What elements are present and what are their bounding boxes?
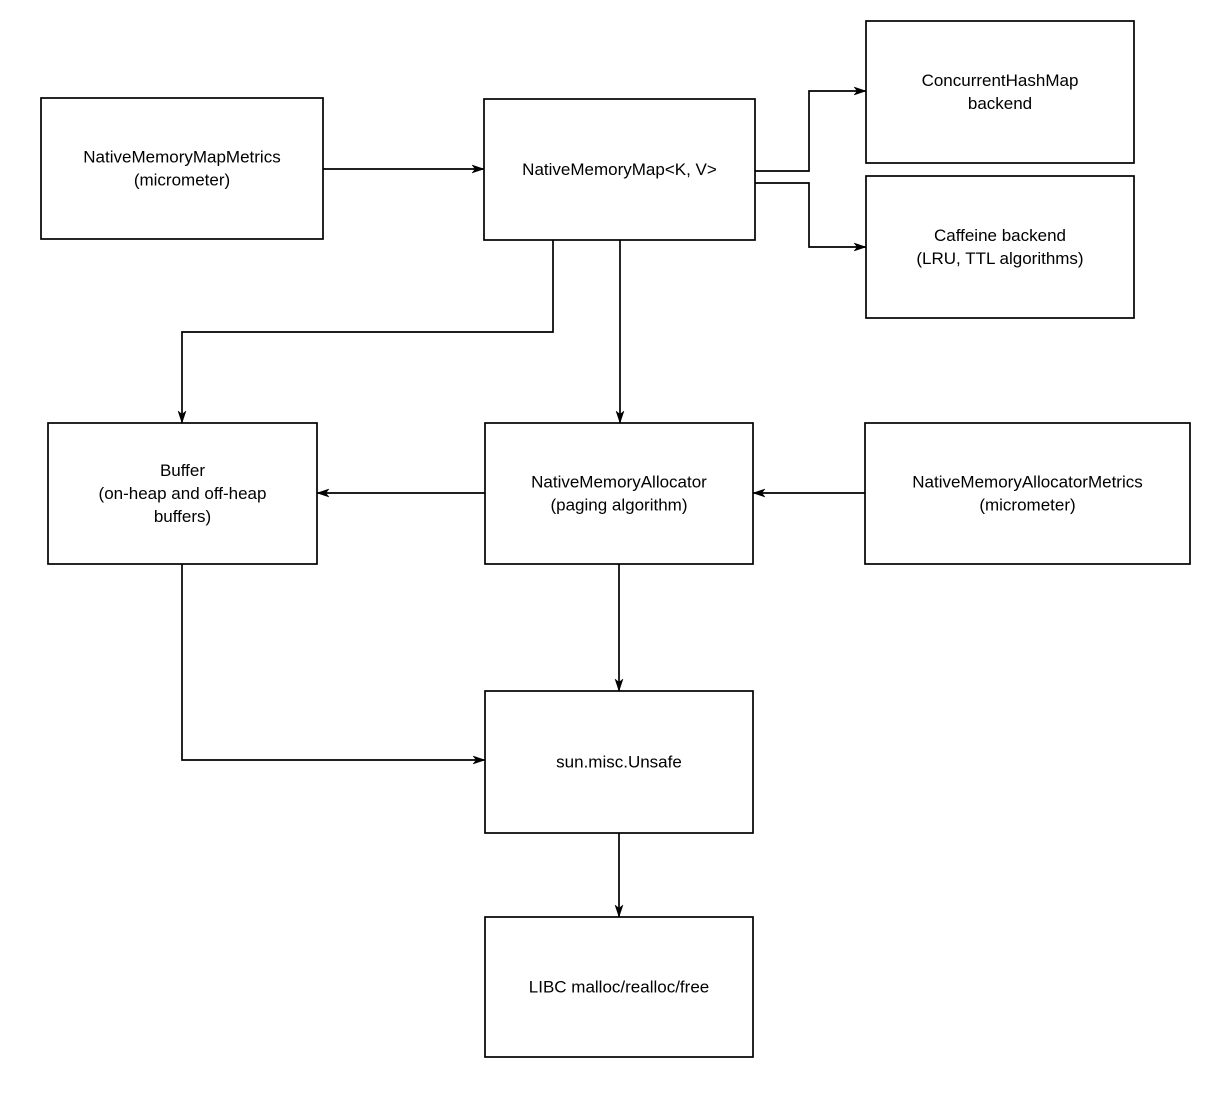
edge-map-to-caffeine <box>755 182 867 252</box>
node-caffeine-backend-box <box>865 175 1135 319</box>
node-native-memory-allocator: NativeMemoryAllocator (paging algorithm) <box>484 422 754 565</box>
nodes-layer: NativeMemoryMapMetrics(micrometer)Native… <box>40 20 1191 1058</box>
node-buffer-box <box>47 422 318 565</box>
node-concurrent-hash-map-backend: ConcurrentHashMap backend <box>865 20 1135 164</box>
node-buffer-label: Buffer <box>160 461 205 480</box>
edge-buffer-to-unsafe <box>181 564 486 765</box>
node-native-memory-allocator-metrics-label: (micrometer) <box>979 496 1075 515</box>
node-concurrent-hash-map-backend-label: backend <box>968 94 1032 113</box>
node-native-memory-allocator-box <box>484 422 754 565</box>
node-buffer-label: buffers) <box>154 507 211 526</box>
node-native-memory-allocator-metrics-box <box>864 422 1191 565</box>
node-libc-malloc-realloc-free-label: LIBC malloc/realloc/free <box>529 978 709 997</box>
node-libc-malloc-realloc-free-box <box>484 916 754 1058</box>
node-concurrent-hash-map-backend-box <box>865 20 1135 164</box>
node-caffeine-backend-label: (LRU, TTL algorithms) <box>916 249 1083 268</box>
node-sun-misc-unsafe: sun.misc.Unsafe <box>484 690 754 834</box>
node-native-memory-allocator-label: (paging algorithm) <box>550 496 687 515</box>
node-sun-misc-unsafe-label: sun.misc.Unsafe <box>556 753 682 772</box>
node-native-memory-map: NativeMemoryMap<K, V> <box>483 98 756 241</box>
edge-map-to-buffer <box>177 240 554 424</box>
node-buffer-label: (on-heap and off-heap <box>99 484 267 503</box>
node-native-memory-map-metrics-label: NativeMemoryMapMetrics <box>83 148 280 167</box>
node-concurrent-hash-map-backend-label: ConcurrentHashMap <box>922 71 1079 90</box>
node-native-memory-map-metrics-box <box>40 97 324 240</box>
edges-layer <box>177 86 867 918</box>
node-caffeine-backend-label: Caffeine backend <box>934 226 1066 245</box>
node-buffer: Buffer (on-heap and off-heap buffers) <box>47 422 318 565</box>
edge-map-to-concurrenthashmap <box>755 86 867 172</box>
node-caffeine-backend: Caffeine backend (LRU, TTL algorithms) <box>865 175 1135 319</box>
node-sun-misc-unsafe-box <box>484 690 754 834</box>
node-native-memory-map-metrics: NativeMemoryMapMetrics (micrometer) <box>40 97 324 240</box>
node-native-memory-allocator-metrics-label: NativeMemoryAllocatorMetrics <box>912 473 1143 492</box>
node-native-memory-map-box <box>483 98 756 241</box>
node-native-memory-allocator-metrics: NativeMemoryAllocatorMetrics (micrometer) <box>864 422 1191 565</box>
node-native-memory-map-metrics-label: (micrometer) <box>134 171 230 190</box>
node-libc-malloc-realloc-free: LIBC malloc/realloc/free <box>484 916 754 1058</box>
node-native-memory-map-label: NativeMemoryMap<K, V> <box>522 160 717 179</box>
node-native-memory-allocator-label: NativeMemoryAllocator <box>531 473 707 492</box>
